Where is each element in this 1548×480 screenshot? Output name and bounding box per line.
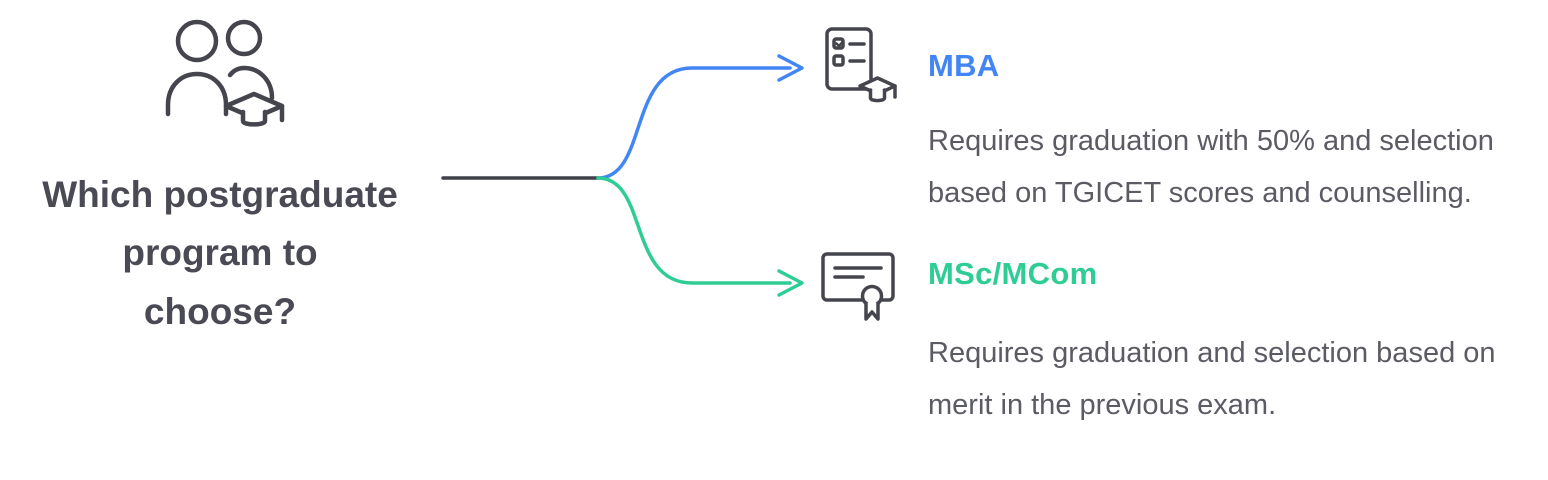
certificate-icon — [821, 252, 895, 321]
question-title: Which postgraduate program to choose? — [42, 174, 398, 332]
branch-connector-lines — [441, 54, 804, 297]
branch-label-msc: MSc/MCom — [928, 256, 1098, 291]
mba-branch-line — [596, 66, 792, 180]
mba-arrowhead-icon — [777, 54, 804, 82]
admission-checklist-graduation-icon — [825, 27, 897, 103]
students-graduation-icon — [165, 19, 285, 127]
branch-description-mba: Requires graduation with 50% and selecti… — [928, 125, 1494, 209]
msc-arrowhead-icon — [777, 269, 804, 297]
branch-label-mba: MBA — [928, 48, 1000, 83]
msc-branch-line — [596, 176, 792, 285]
branch-description-msc: Requires graduation and selection based … — [928, 337, 1496, 421]
